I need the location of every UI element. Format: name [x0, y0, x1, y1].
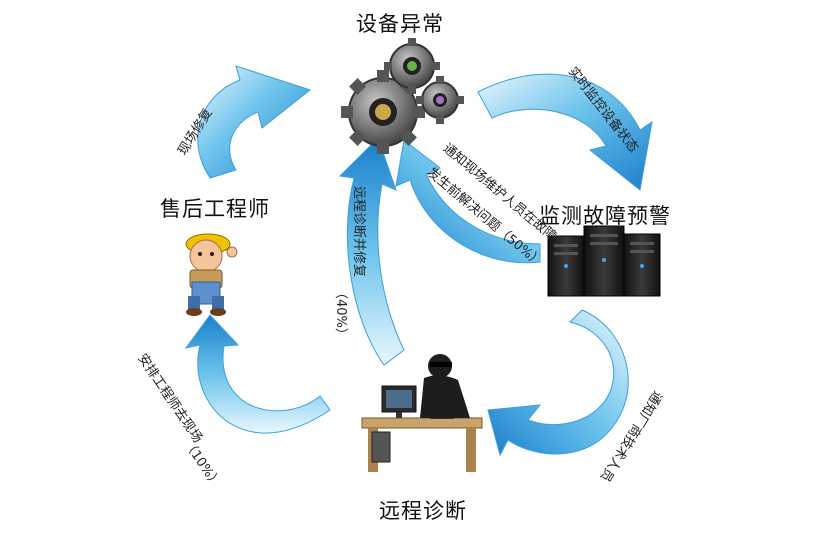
arrow-dispatch-engineer	[184, 314, 331, 434]
arrow-realtime-monitor	[477, 73, 653, 191]
engineer-figure-icon	[185, 233, 238, 316]
node-remote-diagnosis: 远程诊断	[379, 499, 467, 523]
gears-icon	[341, 38, 464, 154]
arrow-notify-vendor	[487, 309, 629, 457]
label-remote-repair-line2: （40%）	[333, 286, 348, 341]
node-after-sales-engineer: 售后工程师	[160, 197, 270, 221]
server-rack-icon	[547, 225, 661, 297]
node-equipment-abnormal: 设备异常	[356, 12, 444, 36]
remote-operator-icon	[361, 354, 483, 472]
node-monitor-alert: 监测故障预警	[539, 204, 671, 228]
arrow-onsite-repair	[197, 65, 312, 179]
label-remote-repair-line1: 远程诊断并修复	[351, 186, 366, 278]
